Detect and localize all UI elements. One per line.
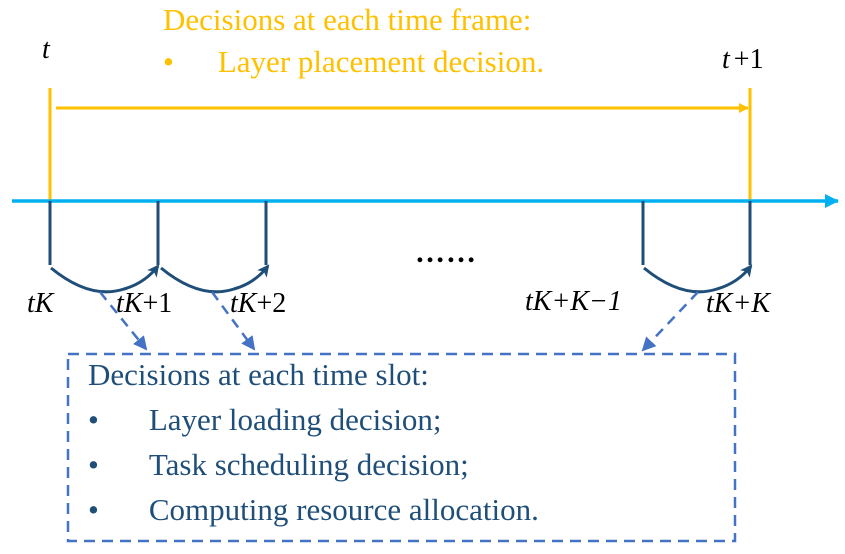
slot-item-1: Task scheduling decision; [148,447,469,482]
slot-decision-box [66,352,737,543]
label-frame-end: t+1 [722,44,764,75]
slot-arc-1 [50,264,160,294]
bullet: • [163,44,174,79]
slot-box-item: •Computing resource allocation. [88,492,539,527]
slot-arc-2 [160,264,270,294]
ellipsis: …… [415,236,477,269]
frame-item-0: Layer placement decision. [217,44,545,79]
frame-box-item: • Layer placement decision. [163,44,544,80]
slot-box-item: •Layer loading decision; [88,402,442,437]
label-slot-0: tK [27,288,54,319]
slot-box-item: •Task scheduling decision; [88,447,469,482]
label-frame-start: t [42,34,50,65]
frame-box-title: Decisions at each time frame: [163,2,532,37]
label-slot-k-minus-1: tK+K−1 [525,286,622,317]
label-slot-2: tK+2 [230,288,287,319]
pointer-slot-k [641,291,699,352]
label-slot-1: tK+1 [116,288,173,319]
slot-box-title: Decisions at each time slot: [88,357,429,392]
slot-arc-k [643,264,753,294]
pointer-slot-2 [210,291,256,351]
slot-item-0: Layer loading decision; [148,402,442,437]
slot-item-2: Computing resource allocation. [148,492,539,527]
label-slot-k: tK+K [706,288,771,319]
pointer-slot-1 [99,291,148,351]
